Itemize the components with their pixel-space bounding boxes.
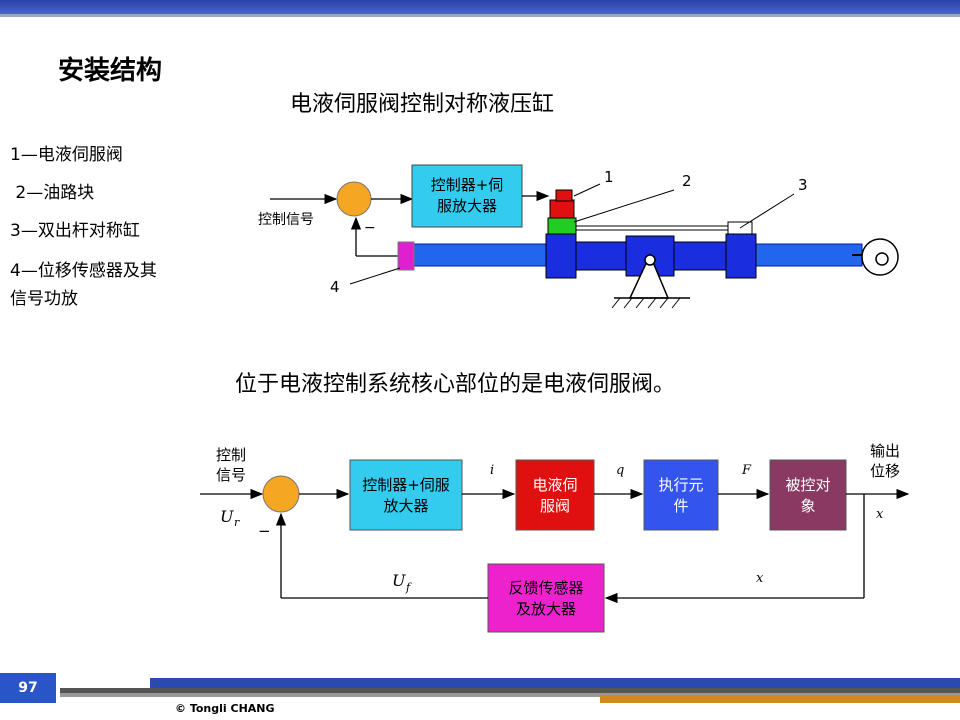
block-diagram-caption: 位于电液控制系统核心部位的是电液伺服阀。	[235, 372, 676, 397]
callout-1: 1	[604, 168, 614, 186]
input-label-2: 信号	[216, 466, 246, 484]
callout-line-1	[573, 183, 601, 197]
controller-block	[349, 459, 463, 531]
rod-eye-hole	[875, 252, 889, 266]
actuator-label-1: 执行元	[658, 476, 703, 494]
ground-hatch	[611, 297, 681, 309]
legend-item-3: 3—双出杆对称缸	[10, 221, 140, 241]
callout-3: 3	[798, 176, 808, 194]
footer-stripe-gray	[60, 693, 960, 697]
signal-q: q	[616, 463, 624, 478]
plant-label-1: 被控对	[785, 476, 830, 494]
servo-valve-label-1: 电液伺	[532, 476, 577, 494]
servo-valve-block	[515, 459, 595, 531]
servo-valve-body	[549, 199, 575, 219]
input-label-1: 控制	[216, 446, 246, 464]
feedback-x: x	[756, 571, 764, 586]
output-label-2: 位移	[870, 462, 900, 480]
feedback-symbol: U	[392, 571, 406, 590]
legend-item-1: 1—电液伺服阀	[10, 145, 123, 165]
plant-label-2: 象	[800, 497, 815, 515]
displacement-sensor	[397, 241, 415, 271]
feedback-subscript: f	[405, 581, 412, 594]
oil-block	[547, 217, 577, 235]
callout-line-2	[573, 189, 675, 223]
legend-item-4: 4—位移传感器及其	[10, 261, 157, 281]
summing-junction-bd	[262, 475, 300, 513]
page-number: 97	[0, 673, 56, 703]
servo-valve-label-2: 服阀	[540, 497, 570, 515]
feedback-label-1: 反馈传感器	[508, 579, 583, 597]
controller-label-2: 服放大器	[437, 197, 497, 215]
servo-valve-motor	[555, 189, 573, 202]
footer-stripe-blue	[150, 678, 960, 688]
controller-label-1: 控制器+伺	[431, 176, 504, 194]
control-block-diagram: 控制 信号 U r − 控制器+伺服 放大器 i 电液伺 服阀 q 执行元 件 …	[200, 442, 910, 633]
cylinder-end-left	[545, 233, 577, 279]
plant-block	[769, 459, 847, 531]
controller-block-label-1: 控制器+伺服	[362, 476, 450, 494]
top-diagram-title: 电液伺服阀控制对称液压缸	[290, 92, 555, 117]
cylinder-end-right	[725, 233, 757, 279]
footer-stripe-dark	[60, 688, 960, 693]
minus-sign-bd: −	[258, 522, 271, 540]
slide-title: 安装结构	[58, 56, 163, 86]
feedback-sensor-block	[487, 563, 605, 633]
output-label-1: 输出	[870, 442, 900, 460]
footer-stripe-orange	[600, 695, 960, 703]
input-subscript: r	[234, 516, 240, 529]
pivot-pin	[644, 254, 656, 266]
output-x: x	[876, 507, 884, 522]
legend-item-4-cont: 信号功放	[10, 289, 78, 309]
summing-junction	[336, 181, 372, 217]
copyright-text: © Tongli CHANG	[175, 702, 275, 715]
actuator-block	[643, 459, 719, 531]
controller-block-label-2: 放大器	[383, 497, 428, 515]
callout-2: 2	[682, 172, 692, 190]
input-symbol: U	[220, 507, 234, 526]
signal-i: i	[490, 463, 494, 478]
controller-box	[411, 164, 523, 228]
callout-line-3	[739, 193, 795, 229]
feedback-label-2: 及放大器	[516, 600, 576, 618]
actuator-label-2: 件	[673, 497, 688, 515]
callout-line-4	[349, 267, 401, 285]
signal-F: F	[741, 463, 752, 478]
hydraulic-schematic: 控制信号 − 控制器+伺 服放大器	[258, 164, 899, 309]
input-signal-label: 控制信号	[258, 212, 314, 228]
top-banner	[0, 0, 960, 14]
minus-sign: −	[364, 220, 376, 236]
top-banner-rule	[0, 14, 960, 17]
legend-item-2: 2—油路块	[10, 183, 95, 203]
callout-4: 4	[330, 278, 340, 296]
